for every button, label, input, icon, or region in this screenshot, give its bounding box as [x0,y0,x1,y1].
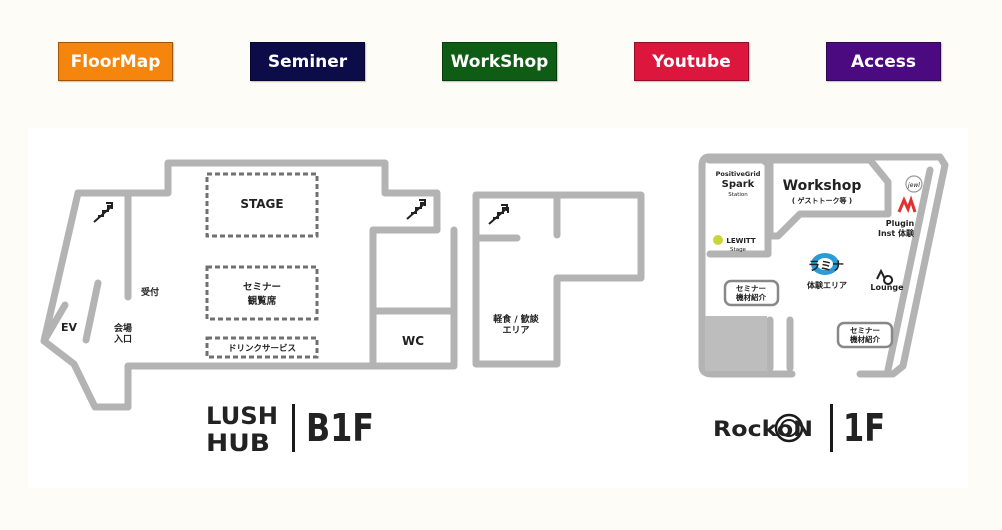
experience-area-label: 体験エリア [807,280,847,290]
nav-access-button[interactable]: Access [826,42,941,81]
seminar-intro-label: セミナー [850,326,880,335]
nav-floormap-button[interactable]: FloorMap [58,42,173,81]
1f-outer-wall [705,153,949,378]
1f-floor-label: 1F [843,406,885,450]
b1f-floor-label: B1F [306,406,374,450]
b1f-inner-wall [40,301,69,345]
entrance-label: 入口 [113,334,132,345]
drink-label: ドリンクサービス [228,343,296,354]
wc-label: WC [402,334,424,348]
seminar-seating-area [205,265,319,321]
storage-area [705,316,767,371]
stairs-icon [406,199,426,220]
rockon-logo-icon [774,413,804,443]
lush-hub-logo: LUSH [206,402,278,430]
lounge-logo-icon [876,268,894,285]
food-area-label: 軽食 / 歓談 [493,313,540,325]
food-area-label: エリア [502,325,529,336]
rockon-logo: RockoN [713,417,813,441]
seminar-intro-label: 機材紹介 [850,334,880,344]
1f-inner-wall [884,166,934,374]
seminar-intro-box [723,279,780,307]
floor-divider [292,404,295,452]
b1f-map [40,159,645,411]
1f-inner-wall [705,156,772,258]
stage-area [205,172,319,238]
floor-divider [830,404,833,452]
b1f-inner-wall [82,279,102,344]
workshop-label: Workshop [783,178,862,194]
stage-label: STAGE [240,197,283,211]
lounge-label: Lounge [870,283,904,292]
ev-label: EV [61,321,78,334]
drink-service-area [205,336,319,359]
spark-label: Station [728,192,748,198]
nav-seminer-button[interactable]: Seminer [250,42,365,81]
spark-label: PositiveGrid [716,170,761,178]
seminar-intro-box [836,321,894,349]
nav-workshop-button[interactable]: WorkShop [442,42,557,81]
svg-text:ラミナ: ラミナ [808,259,844,273]
spark-label: Spark [722,179,755,190]
plugin-label: Inst 体験 [878,228,915,238]
svg-text:jewl: jewl [907,182,920,189]
food-area-wall [472,191,645,368]
lewitt-logo-icon [713,235,723,245]
experience-logo-icon: ラミナ [808,253,844,275]
lewitt-label: Stage [730,247,747,253]
plugin-label: Plugin [886,219,915,228]
stairs-icon [488,204,509,225]
lewitt-label: LEWITT [726,237,756,245]
seminar-label: 観覧席 [248,295,277,307]
entrance-label: 会場 [114,322,132,334]
b1f-outer-wall [40,159,441,411]
1f-outer-wall [698,153,796,378]
stairs-icon [93,202,113,223]
seminar-intro-label: セミナー [736,284,766,293]
workshop-sub-label: ( ゲストトーク等 ) [792,196,852,205]
nav-youtube-button[interactable]: Youtube [634,42,749,81]
plugin-brand-logo-icon [897,195,917,214]
seminar-label: セミナー [243,282,281,293]
lush-hub-logo: HUB [206,429,270,457]
wc-room [369,307,458,370]
floor-map-panel [28,128,968,488]
jewel-logo-icon: jewl [905,175,923,193]
reception-label: 受付 [141,286,159,298]
1f-map [698,153,949,378]
seminar-intro-label: 機材紹介 [736,292,766,302]
